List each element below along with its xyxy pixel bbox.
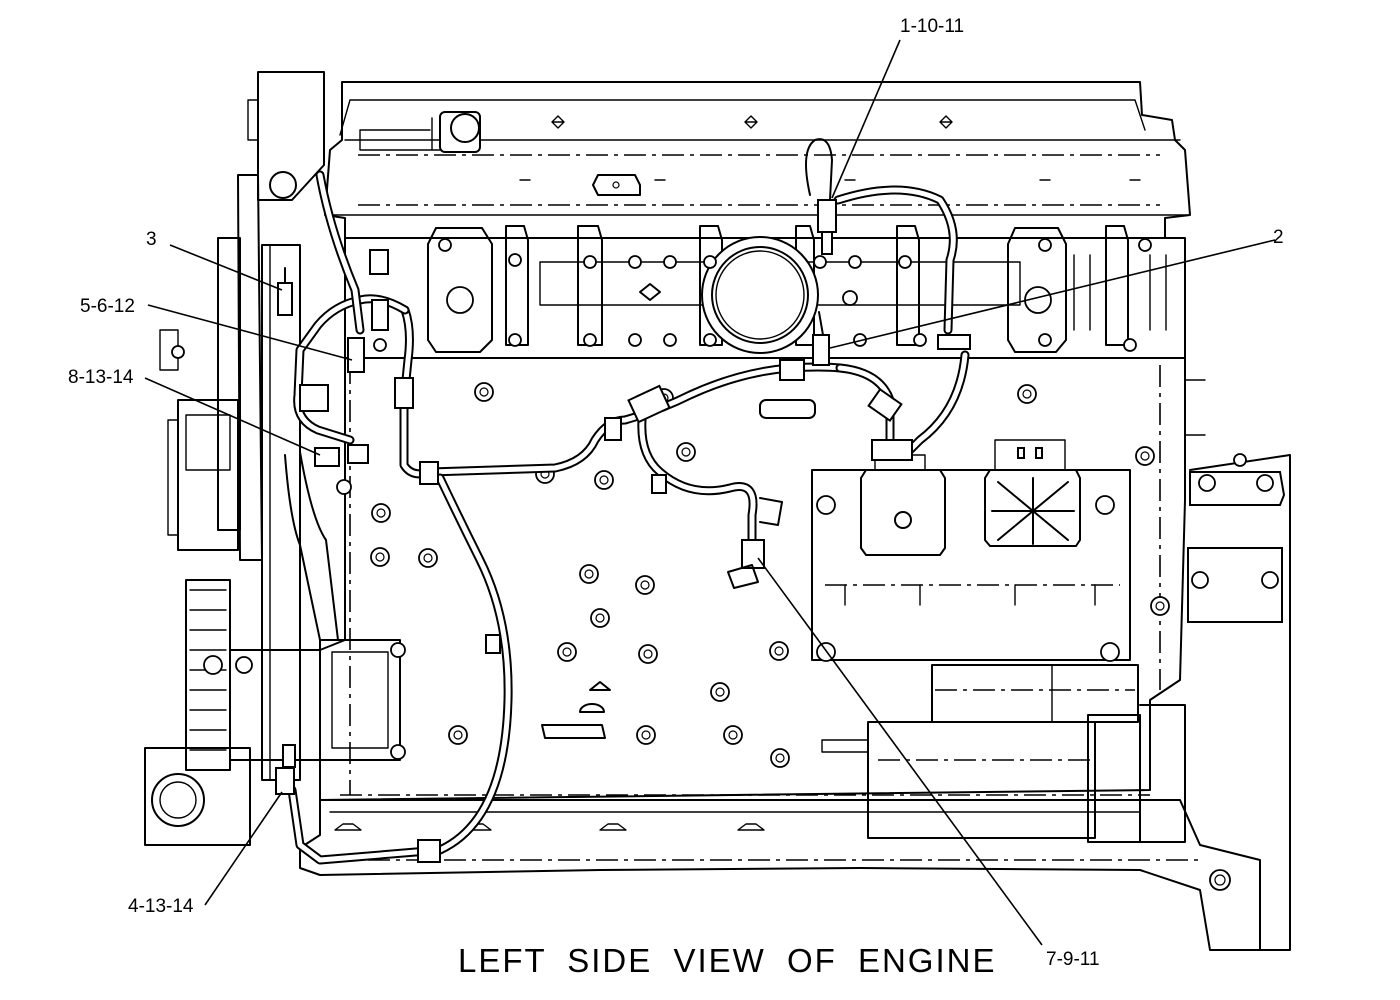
callout-2: 2 [1273,227,1284,248]
leader-lines [144,39,1276,946]
block-bolts [370,382,1170,768]
leader-1-10-11 [831,39,901,199]
leader-3 [169,244,283,291]
callout-1-10-11: 1-10-11 [900,16,964,37]
leader-5-6-12 [147,304,353,361]
ecm-module [811,439,1131,662]
starter-motor [821,664,1186,843]
cylinder-head [344,225,1186,359]
engine-block [299,357,1261,951]
callout-5-6-12: 5-6-12 [80,296,135,317]
leader-8-13-14 [144,377,321,456]
flywheel-housing [1184,379,1291,951]
callout-4-13-14: 4-13-14 [128,896,194,917]
leader-7-9-11 [757,557,1043,946]
sensors [275,199,913,795]
callout-labels: 1-10-11 2 3 5-6-12 8-13-14 4-13-14 7-9-1… [68,16,1284,970]
front-accessories [144,71,406,846]
diagram-caption: LEFT SIDE VIEW OF ENGINE [458,942,996,979]
callout-7-9-11: 7-9-11 [1046,949,1100,970]
valve-cover [324,81,1191,239]
callout-3: 3 [146,229,157,250]
leader-2 [829,239,1276,349]
leader-4-13-14 [204,791,283,906]
callout-8-13-14: 8-13-14 [68,367,134,388]
